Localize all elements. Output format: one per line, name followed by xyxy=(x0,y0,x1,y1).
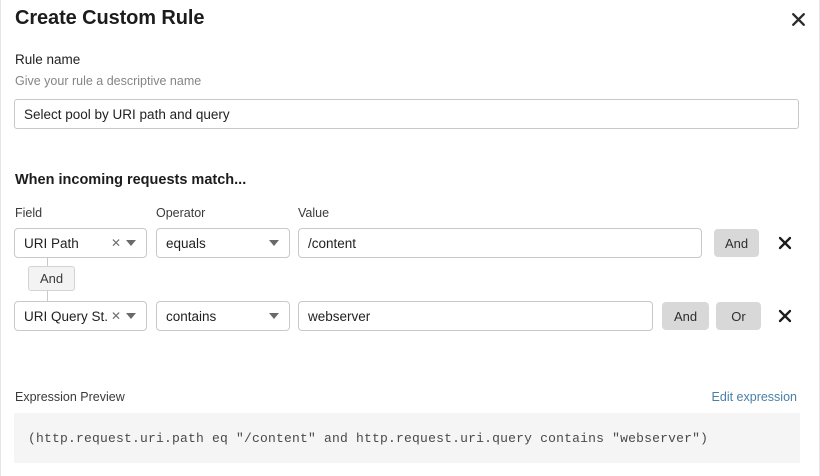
rule-name-label: Rule name xyxy=(15,52,81,67)
chevron-down-icon[interactable] xyxy=(126,313,136,319)
page-title: Create Custom Rule xyxy=(15,7,205,29)
operator-select-2[interactable]: contains xyxy=(156,301,290,331)
condition-connector: And xyxy=(14,258,134,304)
column-header-operator: Operator xyxy=(156,206,206,220)
add-and-condition-button-2[interactable]: And xyxy=(662,302,709,330)
operator-select-2-value: contains xyxy=(166,308,217,324)
chevron-down-icon[interactable] xyxy=(126,240,136,246)
match-section-heading: When incoming requests match... xyxy=(15,172,247,188)
connector-and-chip[interactable]: And xyxy=(28,266,76,291)
expression-preview-code: (http.request.uri.path eq "/content" and… xyxy=(28,430,709,446)
add-or-condition-button-2[interactable]: Or xyxy=(716,302,761,330)
clear-icon[interactable]: ✕ xyxy=(110,236,121,250)
field-select-1-value: URI Path xyxy=(24,235,79,251)
chevron-down-icon[interactable] xyxy=(269,240,279,246)
delete-condition-button-2[interactable] xyxy=(773,303,797,329)
close-icon[interactable] xyxy=(785,6,811,32)
delete-condition-button-1[interactable] xyxy=(773,230,797,256)
expression-preview-box: (http.request.uri.path eq "/content" and… xyxy=(14,413,800,463)
edit-expression-link[interactable]: Edit expression xyxy=(711,390,797,404)
value-input-2[interactable] xyxy=(298,301,653,331)
column-header-field: Field xyxy=(15,206,43,220)
field-select-1[interactable]: URI Path ✕ xyxy=(14,228,147,258)
clear-icon[interactable]: ✕ xyxy=(110,309,121,323)
column-header-value: Value xyxy=(298,206,330,220)
chevron-down-icon[interactable] xyxy=(269,313,279,319)
operator-select-1-value: equals xyxy=(166,235,206,251)
expression-preview-label: Expression Preview xyxy=(15,390,125,404)
add-and-condition-button-1[interactable]: And xyxy=(714,229,759,257)
rule-name-help-text: Give your rule a descriptive name xyxy=(15,74,202,88)
value-input-1[interactable] xyxy=(298,228,702,258)
operator-select-1[interactable]: equals xyxy=(156,228,290,258)
rule-name-input[interactable] xyxy=(14,99,799,129)
field-select-2[interactable]: URI Query St... ✕ xyxy=(14,301,147,331)
field-select-2-value: URI Query St... xyxy=(24,308,109,324)
